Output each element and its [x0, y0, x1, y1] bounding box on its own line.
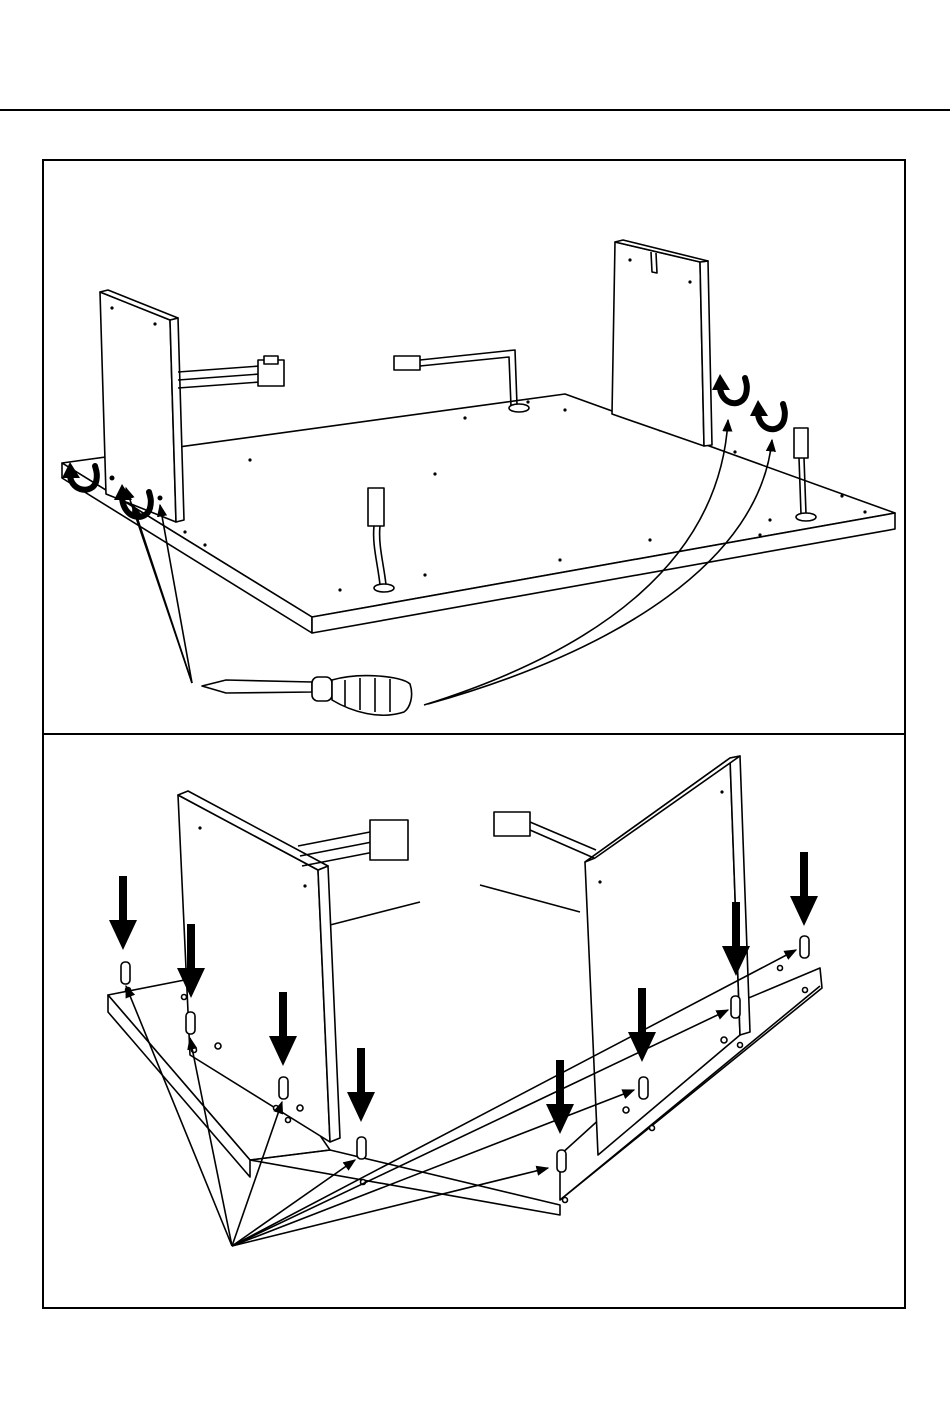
step-2-illustration: [108, 756, 822, 1246]
left-side-panel: [100, 290, 184, 522]
right-side-panel: [585, 756, 750, 1155]
step-1-illustration: [62, 240, 895, 715]
right-wire-connector: [494, 812, 596, 858]
rotate-arrow-head: [712, 374, 730, 390]
rotate-arrow-head: [750, 400, 768, 416]
left-wire-connector: [178, 356, 284, 388]
screwdriver-icon: [202, 676, 412, 716]
right-side-panel: [612, 240, 712, 446]
